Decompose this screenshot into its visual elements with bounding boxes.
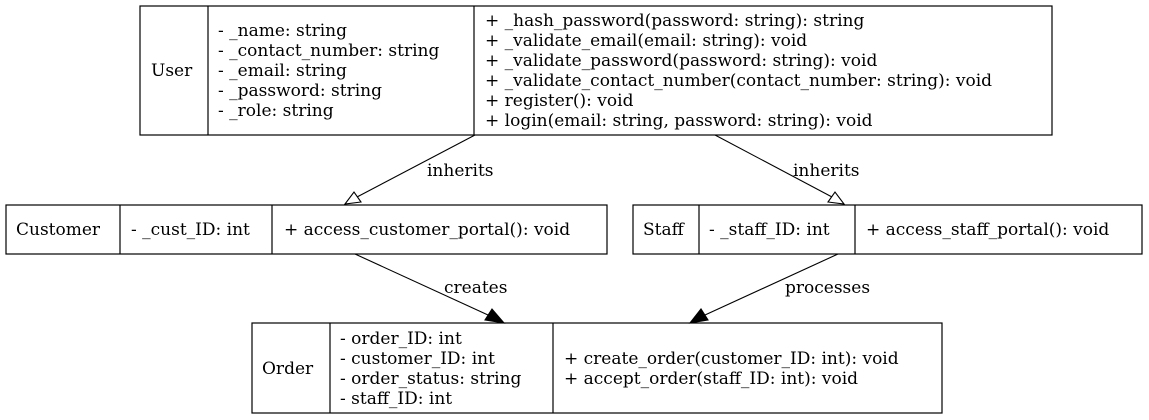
class-order-attribute: - customer_ID: int — [340, 349, 495, 369]
class-staff-attribute: - _staff_ID: int — [709, 220, 830, 240]
class-staff[interactable]: Staff - _staff_ID: int + access_staff_po… — [632, 204, 1143, 255]
edge-line — [356, 134, 476, 198]
open-triangle-arrowhead-icon — [827, 191, 846, 205]
class-user-method: + register(): void — [485, 91, 634, 111]
class-customer-name: Customer — [16, 220, 101, 240]
edge-staff-processes-order: processes — [688, 253, 870, 324]
class-order-box — [251, 322, 943, 414]
edge-staff-inherits-user: inherits — [714, 134, 860, 205]
class-user-method: + login(email: string, password: string)… — [485, 111, 873, 131]
edge-label-creates: creates — [444, 278, 507, 298]
edge-label-processes: processes — [785, 278, 870, 298]
edge-label-inherits: inherits — [427, 161, 494, 181]
open-triangle-arrowhead-icon — [343, 191, 362, 205]
class-staff-box — [632, 204, 1143, 255]
edge-line — [704, 253, 839, 316]
class-user-method: + _validate_password(password: string): … — [485, 51, 877, 71]
class-customer-box — [5, 204, 608, 255]
class-order-method: + accept_order(staff_ID: int): void — [564, 369, 858, 389]
class-user-method: + _validate_email(email: string): void — [485, 31, 807, 51]
class-user-attribute: - _role: string — [218, 101, 334, 121]
class-user-attribute: - _contact_number: string — [218, 41, 439, 61]
class-user-attribute: - _email: string — [218, 61, 347, 81]
class-order-attribute: - order_ID: int — [340, 329, 462, 349]
class-user-attribute: - _password: string — [218, 81, 382, 101]
class-order-method: + create_order(customer_ID: int): void — [564, 349, 899, 369]
edge-line — [354, 253, 489, 316]
class-order[interactable]: Order - order_ID: int - customer_ID: int… — [251, 322, 943, 414]
solid-arrowhead-icon — [484, 308, 506, 324]
edge-customer-inherits-user: inherits — [343, 134, 494, 205]
class-staff-name: Staff — [643, 220, 686, 240]
class-order-attribute: - order_status: string — [340, 369, 521, 389]
class-user-method: + _validate_contact_number(contact_numbe… — [485, 71, 992, 91]
edge-customer-creates-order: creates — [354, 253, 507, 324]
class-user-attribute: - _name: string — [218, 21, 347, 41]
class-user-name: User — [151, 61, 193, 81]
class-user-method: + _hash_password(password: string): stri… — [485, 11, 864, 31]
class-user[interactable]: User - _name: string - _contact_number: … — [139, 5, 1053, 136]
class-order-name: Order — [262, 359, 314, 379]
class-customer-attribute: - _cust_ID: int — [131, 220, 250, 240]
solid-arrowhead-icon — [688, 308, 709, 324]
edge-line — [714, 134, 833, 198]
class-user-box — [139, 5, 1053, 136]
class-customer-method: + access_customer_portal(): void — [284, 220, 570, 240]
class-customer[interactable]: Customer - _cust_ID: int + access_custom… — [5, 204, 608, 255]
class-order-attribute: - staff_ID: int — [340, 389, 452, 409]
edge-label-inherits: inherits — [793, 161, 860, 181]
class-staff-method: + access_staff_portal(): void — [866, 220, 1109, 240]
